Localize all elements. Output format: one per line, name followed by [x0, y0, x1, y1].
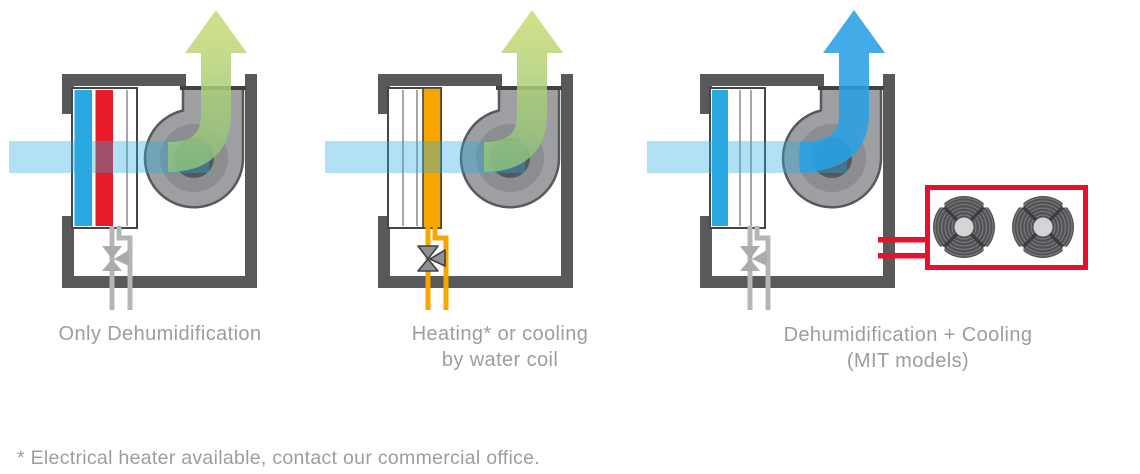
unit-only-dehumidification [9, 10, 257, 310]
coil-block [387, 87, 442, 229]
unit-label-only-dehumidification: Only Dehumidification [59, 321, 262, 347]
hot-coil-strip [95, 90, 113, 226]
coil-block [709, 87, 766, 229]
label-line: Heating* or cooling [411, 323, 589, 345]
valve-icon [417, 245, 446, 272]
unit-heating-cooling-water-coil [325, 10, 573, 310]
unit-dehumidification-cooling-mit [647, 10, 1088, 310]
condenser-fan-icon [1010, 194, 1076, 260]
unit-label-heating-cooling: Heating* or cooling by water coil [412, 321, 589, 373]
condenser-unit [878, 185, 1088, 270]
outlet-air-arrow-icon [799, 10, 885, 172]
valve-icon [740, 246, 767, 271]
cooling-coil-strip [712, 90, 728, 226]
label-line: (MIT models) [846, 350, 970, 372]
coil-block [71, 87, 138, 229]
water-coil-strip [422, 87, 442, 229]
refrigerant-pipe [878, 237, 930, 243]
valve-icon [102, 246, 129, 271]
cold-coil-strip [74, 90, 92, 226]
footnote: * Electrical heater available, contact o… [17, 447, 541, 469]
label-line: by water coil [441, 349, 559, 371]
label-line: Only Dehumidification [58, 323, 262, 345]
label-line: Dehumidification + Cooling [783, 324, 1033, 346]
unit-label-dehumidification-cooling: Dehumidification + Cooling (MIT models) [784, 322, 1033, 374]
refrigerant-pipe [878, 253, 930, 259]
condenser-fan-icon [931, 194, 997, 260]
outlet-air-arrow-icon [167, 10, 247, 172]
outlet-air-arrow-icon [483, 10, 563, 172]
